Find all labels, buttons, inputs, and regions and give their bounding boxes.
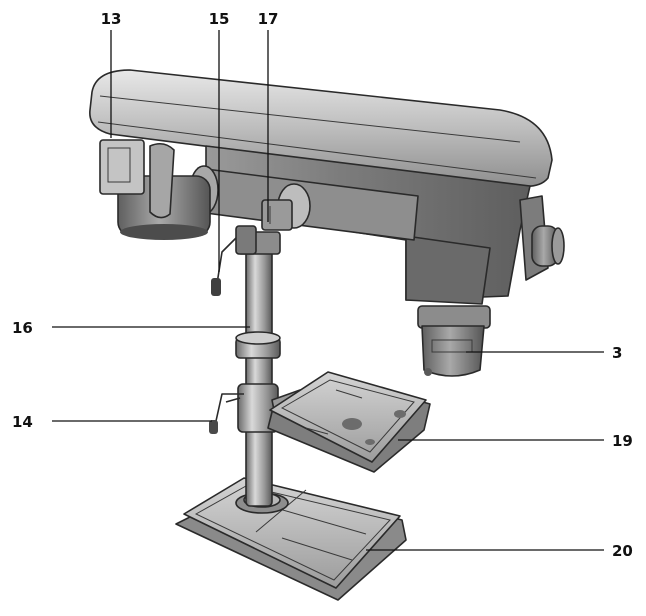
callout-14: 14: [12, 413, 33, 431]
callout-labels: 13 15 17 16 3 14 19 20: [12, 10, 633, 560]
column: [235, 231, 281, 507]
feed-handle: [211, 225, 257, 296]
table-lock-handle: [209, 393, 244, 434]
callout-19: 19: [612, 432, 633, 450]
depth-lock: [261, 199, 293, 231]
callout-13: 13: [101, 10, 122, 28]
callout-15: 15: [209, 10, 230, 28]
chuck: [417, 305, 491, 377]
feed-wheel: [519, 195, 565, 281]
callout-17: 17: [258, 10, 279, 28]
callout-16: 16: [12, 319, 33, 337]
base: [175, 477, 407, 601]
callout-20: 20: [612, 542, 633, 560]
callout-3: 3: [612, 344, 622, 362]
work-table: [237, 371, 431, 473]
drill-head: [89, 69, 553, 305]
leader-lines: [52, 30, 604, 551]
motor: [99, 139, 211, 240]
